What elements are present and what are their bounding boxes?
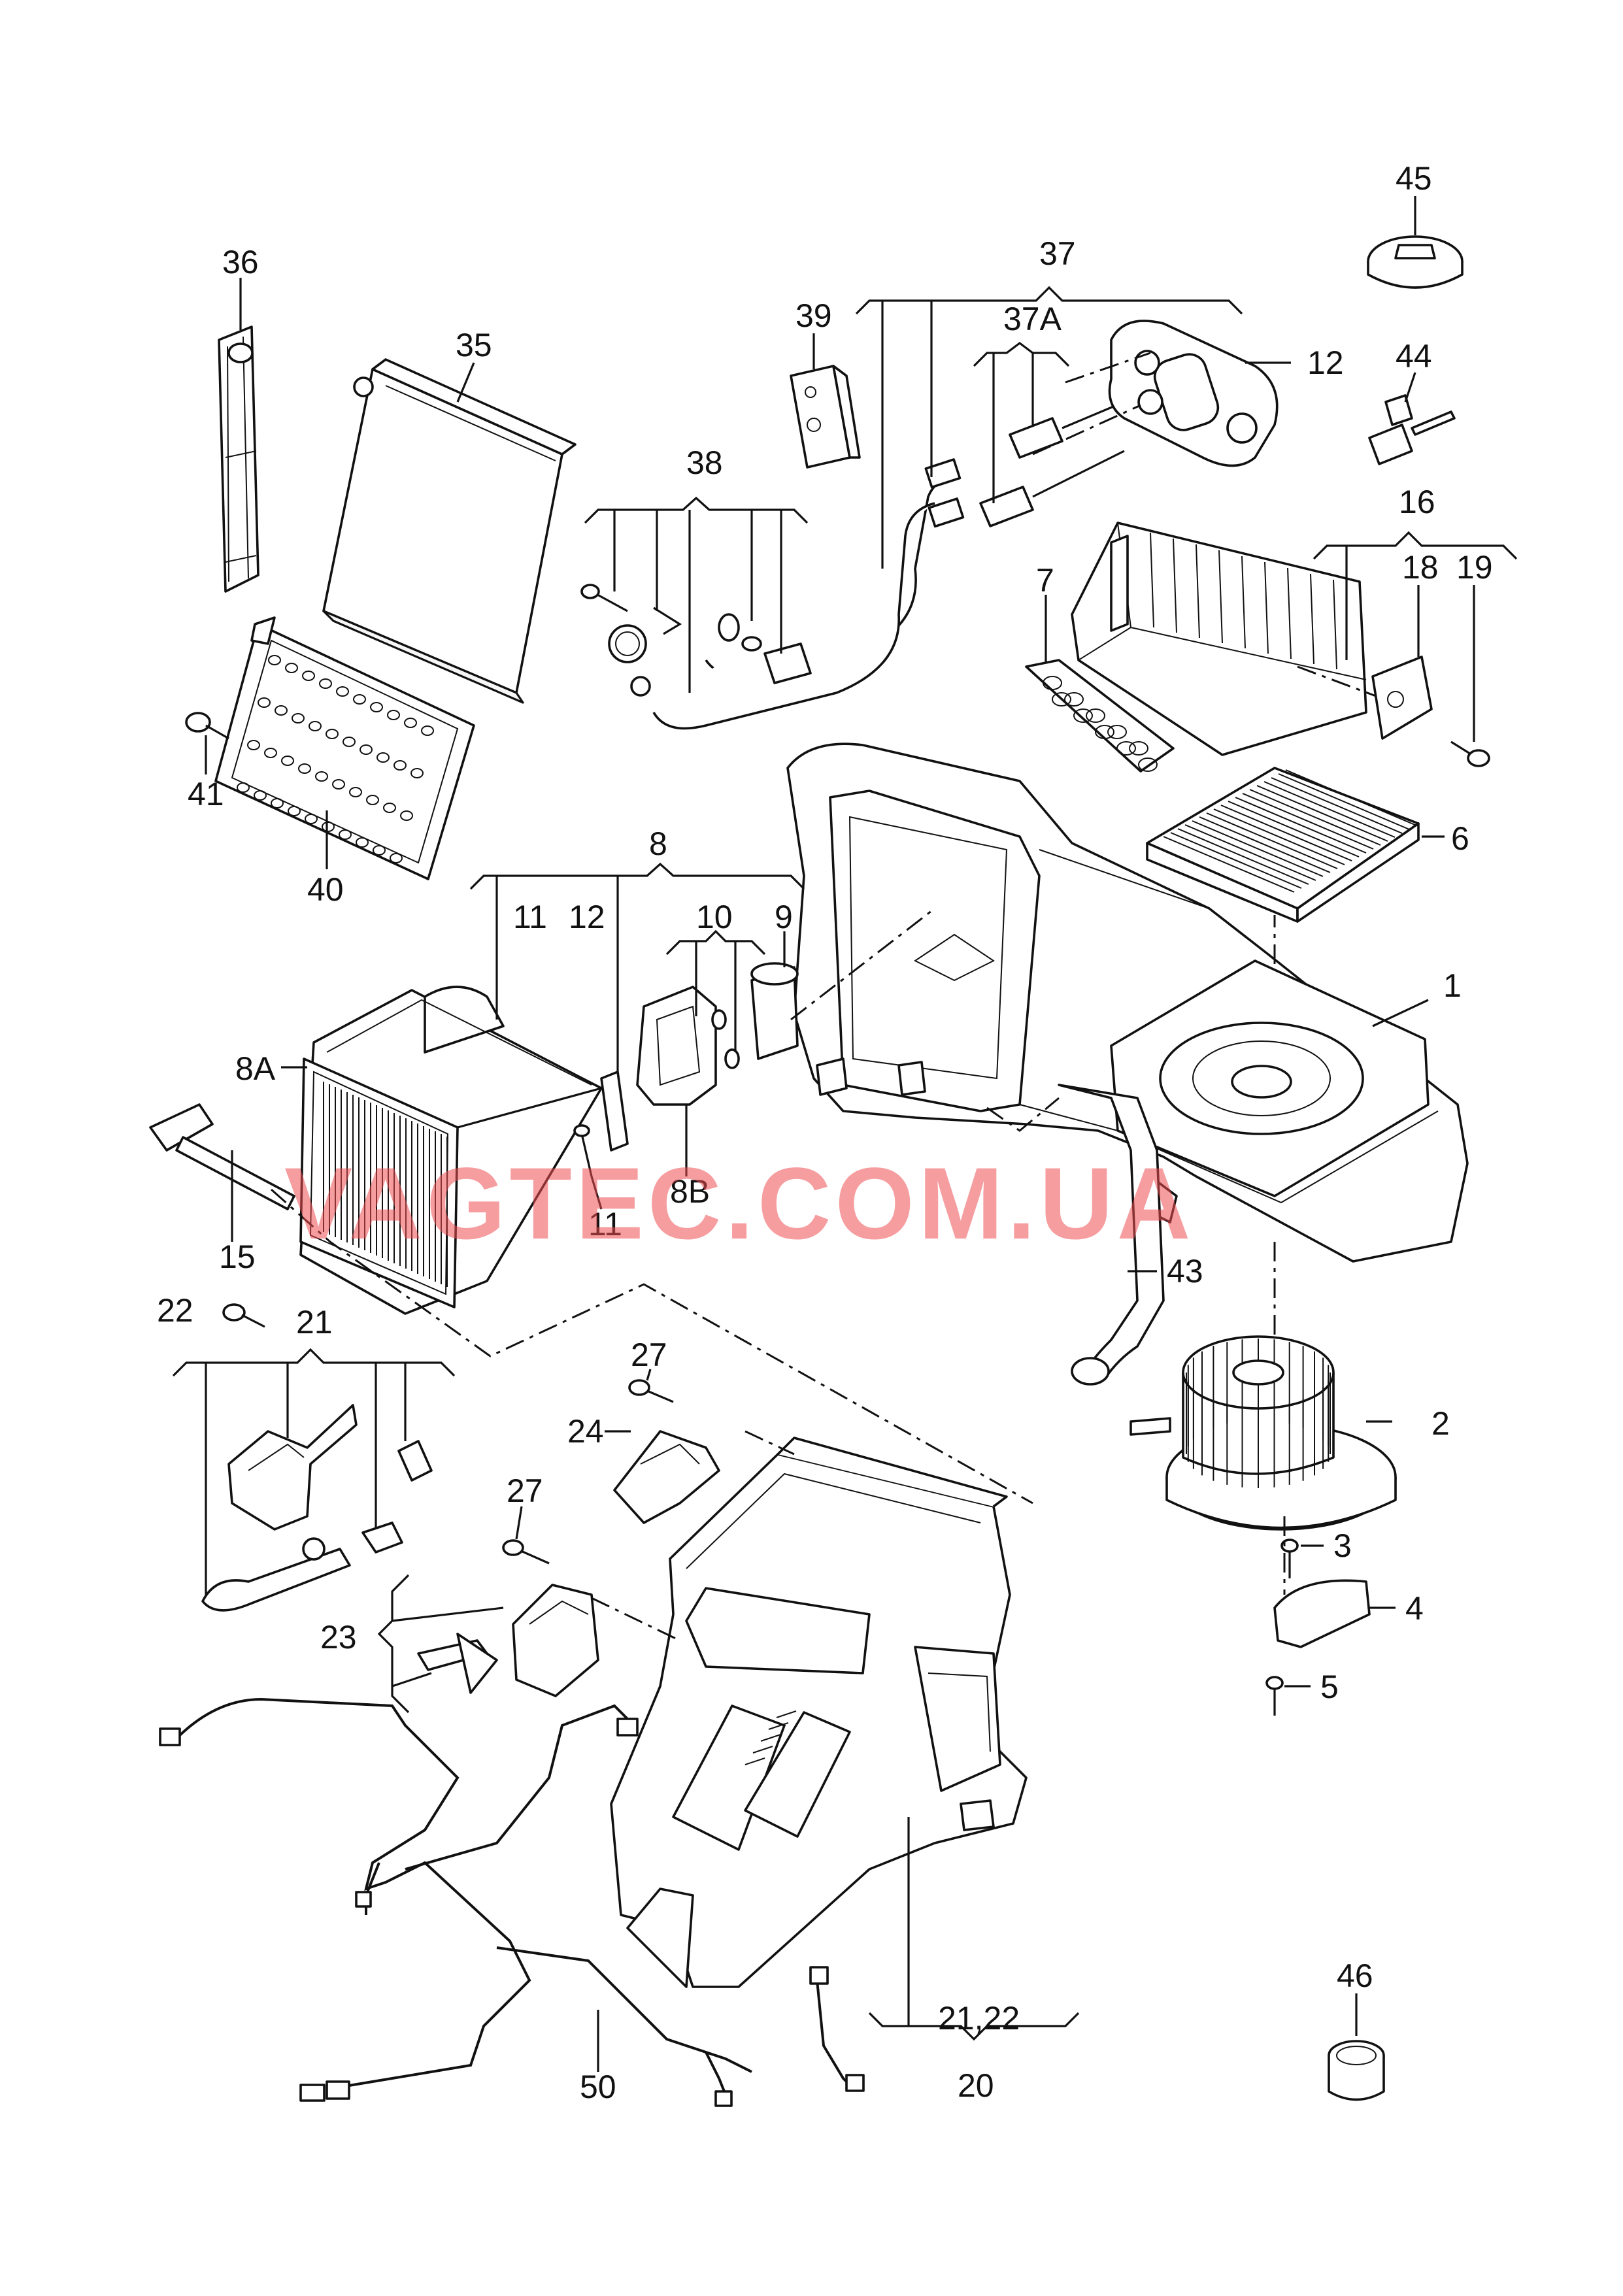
- label-1: 1: [1443, 967, 1462, 1004]
- label-37: 37: [1039, 235, 1076, 272]
- part-11-screw: [573, 1124, 593, 1177]
- part-10-o-rings: [711, 1009, 740, 1069]
- label-44: 44: [1396, 338, 1432, 374]
- part-12-seal: [600, 1071, 629, 1152]
- part-21-actuator-set: [201, 1404, 433, 1612]
- label-45: 45: [1396, 160, 1432, 197]
- label-8: 8: [649, 825, 667, 862]
- part-labels: 1 2 3 4 5 6 7 8 8A 8B 9 10 11 11 12 12 1…: [157, 160, 1493, 2105]
- label-7: 7: [1036, 562, 1054, 599]
- label-3: 3: [1333, 1527, 1352, 1564]
- label-2: 2: [1431, 1405, 1450, 1442]
- label-8b: 8B: [670, 1173, 710, 1210]
- label-20: 20: [958, 2067, 994, 2104]
- label-5: 5: [1320, 1669, 1339, 1705]
- label-41: 41: [188, 776, 224, 812]
- label-40: 40: [307, 871, 344, 908]
- label-22: 22: [157, 1292, 193, 1329]
- part-23-actuator: [417, 1584, 599, 1697]
- label-36: 36: [222, 244, 259, 280]
- label-23: 23: [320, 1619, 357, 1655]
- part-24-actuator: [613, 1430, 720, 1524]
- part-41-screw: [185, 712, 229, 740]
- part-37-refrigerant-lines: [652, 458, 965, 730]
- part-5-screw: [1265, 1676, 1284, 1716]
- watermark: VAGTEC.COM.UA: [284, 1147, 1194, 1261]
- label-21: 21: [296, 1304, 333, 1340]
- label-27-lower: 27: [507, 1472, 543, 1509]
- part-45-nut: [1367, 235, 1464, 289]
- label-43: 43: [1167, 1253, 1203, 1289]
- part-8-evaporator: [299, 986, 603, 1315]
- label-24: 24: [567, 1413, 604, 1450]
- part-50-wiring-harness: [159, 1697, 865, 2107]
- part-43-drain-hose: [1058, 1084, 1165, 1386]
- label-50: 50: [580, 2069, 616, 2105]
- label-6: 6: [1451, 820, 1469, 857]
- part-38-seal-kit: [580, 584, 812, 697]
- part-46-cap: [1328, 2040, 1385, 2101]
- part-2-blower-motor: [1129, 1335, 1397, 1531]
- label-19: 19: [1456, 549, 1493, 586]
- label-38: 38: [686, 444, 723, 481]
- part-19-screw: [1450, 740, 1490, 767]
- label-46: 46: [1337, 1957, 1373, 1994]
- part-16-flap-housing: [1071, 522, 1367, 756]
- assembly-lines: [271, 352, 1377, 1642]
- part-27-screw-lower: [502, 1539, 550, 1565]
- label-35: 35: [456, 327, 492, 363]
- label-4: 4: [1405, 1590, 1424, 1627]
- part-20-lower-housing: [610, 1437, 1028, 1988]
- label-11-upper: 11: [513, 899, 547, 935]
- part-22-screw: [222, 1303, 265, 1328]
- label-39: 39: [795, 297, 832, 334]
- label-37a: 37A: [1003, 301, 1062, 337]
- part-35-heater-core: [322, 358, 577, 704]
- part-40-heat-exchanger: [214, 616, 475, 880]
- part-18-bracket: [1371, 656, 1433, 740]
- part-3-screw: [1280, 1539, 1299, 1578]
- part-6-filter: [1146, 767, 1420, 923]
- label-15: 15: [219, 1239, 256, 1275]
- label-18: 18: [1402, 549, 1439, 586]
- label-12-middle: 12: [569, 899, 605, 935]
- part-12-gasket: [1108, 320, 1279, 467]
- part-39-valve-block: [790, 365, 861, 469]
- label-10: 10: [696, 899, 733, 935]
- label-12-top: 12: [1307, 344, 1344, 381]
- part-9-expansion-valve: [750, 962, 799, 1060]
- part-8b-block: [636, 986, 717, 1106]
- label-27-upper: 27: [631, 1337, 667, 1373]
- label-8a: 8A: [235, 1050, 276, 1087]
- part-15-sensor: [149, 1103, 295, 1210]
- part-44-sensor: [1368, 394, 1456, 465]
- part-1-main-housing: [786, 742, 1469, 1263]
- label-9: 9: [775, 899, 793, 935]
- leader-lines: [172, 196, 1518, 2072]
- part-27-screw-upper: [628, 1379, 674, 1403]
- part-7-grille: [1025, 659, 1175, 773]
- part-36-bracket: [218, 325, 259, 593]
- part-37a-fittings: [979, 401, 1125, 527]
- label-11-lower: 11: [588, 1206, 622, 1242]
- label-21-22: 21,22: [938, 2000, 1020, 2037]
- label-16: 16: [1399, 484, 1435, 520]
- part-4-cover: [1273, 1579, 1371, 1648]
